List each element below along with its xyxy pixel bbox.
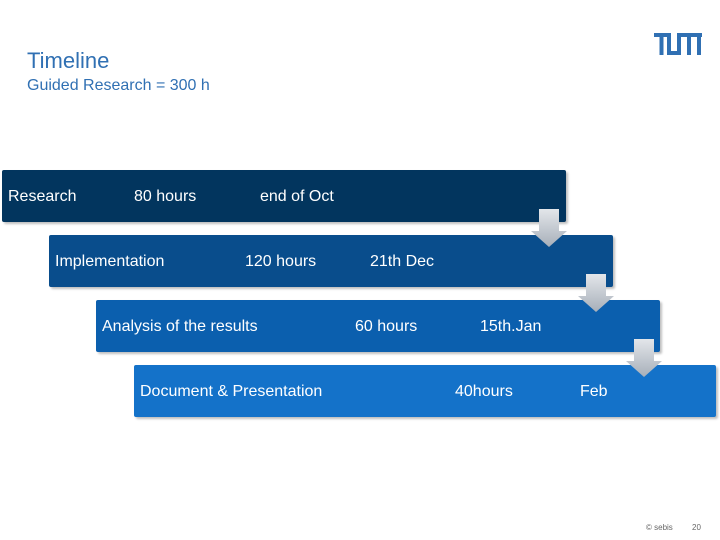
timeline-phase-research: Research 80 hours end of Oct [2,170,566,222]
slide-title: Timeline [27,48,110,73]
timeline-phase-implementation: Implementation 120 hours 21th Dec [49,235,613,287]
down-arrow-icon [531,209,567,247]
phase-deadline: 21th Dec [370,253,435,270]
tum-logo-icon [654,33,702,55]
timeline-phase-analysis: Analysis of the results 60 hours 15th.Ja… [96,300,660,352]
phase-deadline: Feb [580,383,608,400]
phase-name: Document & Presentation [140,383,323,400]
page-number: 20 [692,523,701,532]
phase-hours: 60 hours [355,318,418,335]
phase-hours: 40hours [455,383,513,400]
phase-name: Analysis of the results [102,318,258,335]
phase-deadline: end of Oct [260,188,334,205]
down-arrow-icon [578,274,614,312]
phase-hours: 120 hours [245,253,317,270]
timeline-phase-document: Document & Presentation 40hours Feb [134,365,716,417]
slide-subtitle: Guided Research = 300 h [27,77,210,94]
phase-hours: 80 hours [134,188,197,205]
phase-deadline: 15th.Jan [480,318,542,335]
phase-name: Research [8,188,77,205]
phase-name: Implementation [55,253,165,270]
down-arrow-icon [626,339,662,377]
footer-copyright: © sebis [646,523,673,532]
